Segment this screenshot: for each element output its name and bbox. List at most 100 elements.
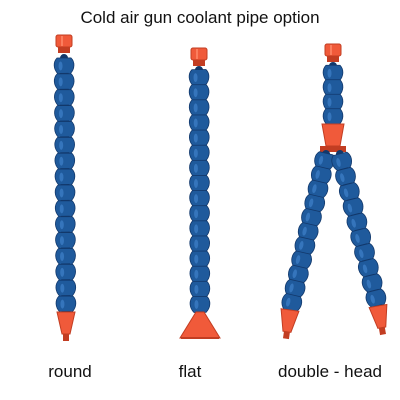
segment-highlight — [351, 218, 356, 228]
pipe-segment — [55, 263, 76, 283]
hex-fitting — [55, 34, 73, 48]
segment-highlight — [194, 224, 199, 234]
segment-ball — [53, 57, 75, 75]
segment-highlight — [59, 236, 64, 246]
segment-highlight — [193, 88, 198, 98]
segment-ball — [55, 232, 76, 250]
pipe-segment — [54, 105, 75, 124]
segment-highlight — [193, 118, 198, 128]
segment-highlight — [362, 264, 368, 274]
splitter-base — [320, 146, 346, 152]
segment-highlight — [194, 269, 199, 279]
fitting-thread — [327, 56, 339, 62]
pipe-segment — [55, 232, 76, 251]
pipe-segment — [54, 89, 75, 108]
segment-highlight — [286, 297, 291, 307]
segment-highlight — [59, 204, 64, 214]
segment-highlight — [193, 103, 198, 113]
pipe-segment — [55, 247, 76, 267]
segment-ball — [322, 79, 344, 97]
segment-highlight — [194, 239, 199, 249]
segment-ball — [189, 250, 211, 268]
segment-highlight — [327, 68, 332, 78]
segment-ball — [54, 168, 76, 186]
segment-highlight — [194, 209, 199, 219]
hex-fitting — [324, 43, 342, 57]
segment-highlight — [59, 156, 64, 166]
segment-highlight — [292, 269, 297, 279]
segment-highlight — [58, 93, 63, 103]
segment-highlight — [58, 109, 63, 119]
segment-highlight — [194, 299, 199, 309]
segment-highlight — [193, 148, 198, 158]
segment-highlight — [340, 173, 345, 183]
segment-highlight — [193, 133, 198, 143]
segment-highlight — [355, 234, 360, 243]
round-nozzle — [280, 308, 300, 340]
segment-highlight — [60, 299, 65, 309]
segment-ball — [54, 120, 75, 138]
segment-highlight — [193, 163, 198, 173]
segment-ball — [54, 136, 75, 154]
segment-highlight — [327, 112, 332, 122]
label-round: round — [48, 362, 92, 381]
segment-ball — [53, 73, 75, 91]
segment-highlight — [59, 140, 64, 150]
pipe-segment — [54, 120, 75, 140]
segment-highlight — [194, 194, 199, 204]
segment-highlight — [327, 83, 332, 93]
pipe-segment — [53, 73, 75, 92]
pipe-segment — [55, 216, 76, 235]
segment-ball — [189, 144, 210, 162]
segment-ball — [322, 64, 344, 82]
segment-ball — [189, 220, 210, 238]
segment-highlight — [59, 124, 64, 134]
label-double-head: double - head — [278, 362, 382, 381]
segment-highlight — [194, 284, 199, 294]
segment-ball — [189, 280, 211, 298]
pipe-segment — [189, 250, 211, 270]
nozzle-body — [56, 311, 76, 335]
segment-ball — [54, 105, 75, 123]
segment-highlight — [58, 61, 63, 71]
segment-highlight — [194, 254, 199, 264]
segment-highlight — [59, 172, 64, 182]
segment-ball — [322, 93, 344, 111]
hex-fitting — [190, 47, 208, 61]
segment-highlight — [193, 73, 198, 83]
segment-highlight — [60, 283, 65, 293]
flat-nozzle — [179, 311, 221, 339]
label-flat: flat — [178, 362, 202, 381]
fitting-thread — [193, 60, 205, 66]
segment-ball — [55, 216, 76, 234]
round-nozzle — [56, 311, 76, 341]
segment-ball — [189, 205, 210, 223]
nozzle-body — [280, 308, 300, 333]
segment-ball — [188, 69, 210, 86]
segment-highlight — [58, 77, 63, 87]
pipe-segment — [354, 242, 375, 264]
segment-highlight — [60, 251, 65, 261]
segment-highlight — [343, 188, 349, 198]
segment-ball — [189, 235, 210, 253]
double-head-coolant-pipe — [280, 43, 388, 340]
segment-ball — [188, 99, 210, 117]
segment-ball — [189, 265, 211, 283]
segment-ball — [189, 175, 210, 192]
page-title: Cold air gun coolant pipe option — [80, 8, 320, 27]
segment-highlight — [193, 178, 198, 188]
segment-highlight — [347, 203, 353, 213]
segment-ball — [189, 190, 210, 207]
pipe-segment — [54, 136, 75, 156]
flat-coolant-pipe — [179, 47, 221, 339]
segment-highlight — [312, 184, 317, 194]
nozzle-tip — [282, 331, 290, 340]
segment-highlight — [318, 155, 324, 165]
segment-highlight — [308, 198, 314, 208]
nozzle-body — [368, 303, 388, 329]
segment-ball — [189, 159, 210, 177]
segment-highlight — [366, 279, 372, 289]
pipe-segment — [54, 168, 76, 188]
segment-ball — [189, 129, 210, 147]
segment-ball — [54, 200, 76, 218]
